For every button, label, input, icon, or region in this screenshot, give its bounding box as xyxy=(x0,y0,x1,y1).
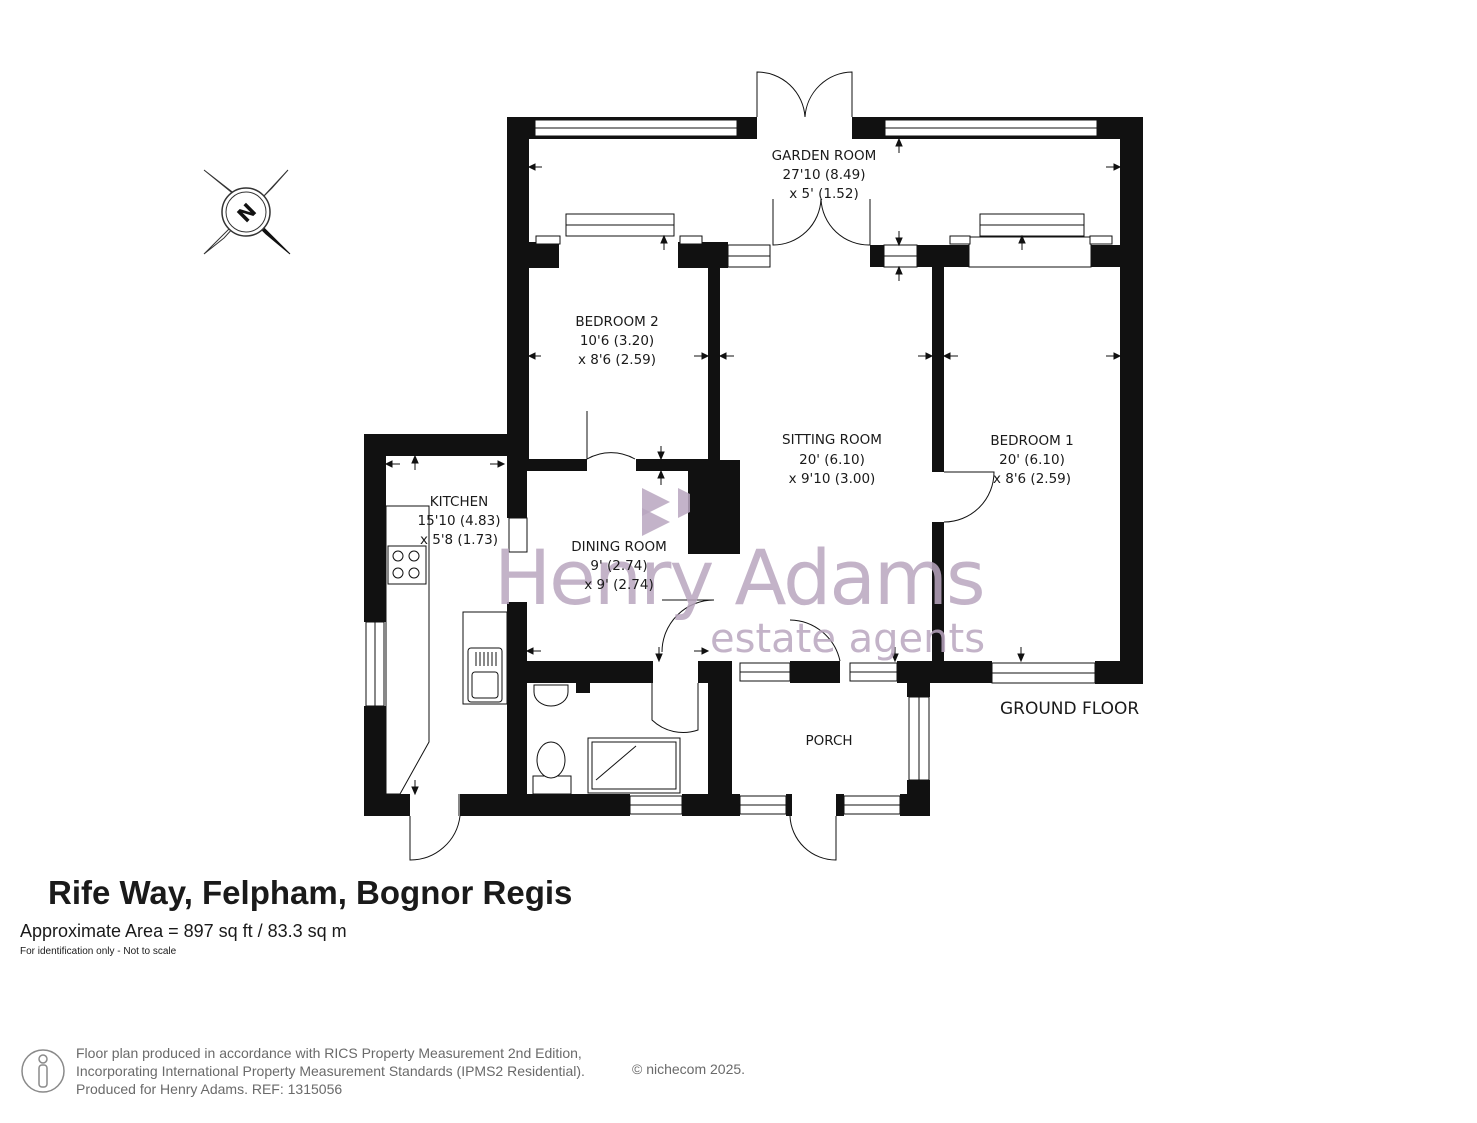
watermark-tagline: estate agents xyxy=(710,616,985,662)
windows xyxy=(365,119,1113,815)
room-name-porch: PORCH xyxy=(805,733,852,749)
doors xyxy=(409,71,995,861)
toilet-icon xyxy=(532,775,572,795)
room-dim-bedroom-2-2: x 8'6 (2.59) xyxy=(578,352,656,368)
room-labels: GARDEN ROOM 27'10 (8.49) x 5' (1.52) BED… xyxy=(418,148,1140,749)
room-dim-kitchen-1: 15'10 (4.83) xyxy=(418,513,501,529)
footer-line-1: Floor plan produced in accordance with R… xyxy=(76,1045,582,1061)
room-dim-garden-room-1: 27'10 (8.49) xyxy=(783,167,866,183)
room-name-bedroom-2: BEDROOM 2 xyxy=(575,314,658,330)
room-dim-kitchen-2: x 5'8 (1.73) xyxy=(420,532,498,548)
dimension-markers xyxy=(384,137,1122,796)
property-area: Approximate Area = 897 sq ft / 83.3 sq m xyxy=(20,921,347,941)
property-title: Rife Way, Felpham, Bognor Regis xyxy=(48,874,573,911)
floor-label: GROUND FLOOR xyxy=(1000,699,1139,719)
room-dim-garden-room-2: x 5' (1.52) xyxy=(789,186,858,202)
room-dim-bedroom-1-1: 20' (6.10) xyxy=(999,452,1065,468)
watermark-brand: Henry Adams xyxy=(494,533,984,622)
room-name-kitchen: KITCHEN xyxy=(430,494,489,510)
scale-note: For identification only - Not to scale xyxy=(20,946,177,957)
north-compass-icon: N xyxy=(203,169,291,255)
footer-line-2: Incorporating International Property Mea… xyxy=(76,1063,585,1079)
room-dim-sitting-room-2: x 9'10 (3.00) xyxy=(789,471,876,487)
room-name-sitting-room: SITTING ROOM xyxy=(782,432,882,448)
basin-icon xyxy=(533,684,569,707)
room-dim-sitting-room-1: 20' (6.10) xyxy=(799,452,865,468)
hob-icon xyxy=(387,545,427,585)
footer-text: Floor plan produced in accordance with R… xyxy=(76,1044,585,1098)
kitchen-fittings xyxy=(385,505,508,795)
room-name-dining-room: DINING ROOM xyxy=(571,539,667,555)
bathroom-fittings xyxy=(532,684,681,795)
room-dim-bedroom-2-1: 10'6 (3.20) xyxy=(580,333,654,349)
room-dim-dining-room-1: 9' (2.74) xyxy=(590,558,647,574)
person-info-icon xyxy=(21,1049,65,1093)
room-dim-bedroom-1-2: x 8'6 (2.59) xyxy=(993,471,1071,487)
watermark-logo: Henry Adams estate agents xyxy=(494,488,986,662)
room-name-garden-room: GARDEN ROOM xyxy=(772,148,877,164)
footer-line-3: Produced for Henry Adams. REF: 1315056 xyxy=(76,1081,343,1097)
room-name-bedroom-1: BEDROOM 1 xyxy=(990,433,1073,449)
copyright: © nichecom 2025. xyxy=(632,1061,746,1077)
room-dim-dining-room-2: x 9' (2.74) xyxy=(584,577,653,593)
